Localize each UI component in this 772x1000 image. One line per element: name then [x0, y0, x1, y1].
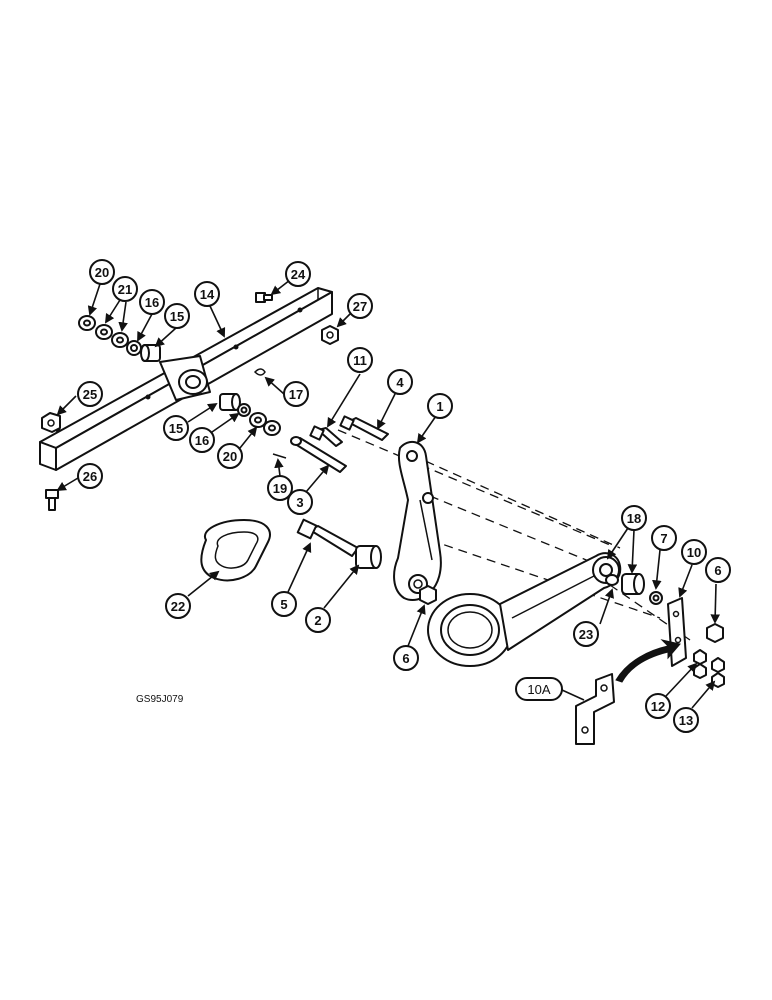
callout-20-upper: 20	[89, 259, 115, 285]
plate-10	[667, 597, 687, 667]
bolt-24	[255, 292, 273, 303]
callout-26: 26	[77, 463, 103, 489]
washer-7	[649, 591, 663, 605]
nut-6-right	[706, 623, 724, 643]
svg-text:27: 27	[353, 299, 367, 314]
pivot-tube	[159, 355, 211, 401]
svg-text:1: 1	[436, 399, 443, 414]
washer-23	[605, 574, 619, 586]
svg-text:11: 11	[353, 353, 367, 368]
callout-5: 5	[271, 591, 297, 617]
pin-3	[290, 436, 347, 473]
callout-15-lower: 15	[163, 415, 189, 441]
svg-text:15: 15	[169, 421, 183, 436]
callout-25: 25	[77, 381, 103, 407]
svg-text:18: 18	[627, 511, 641, 526]
svg-text:10A: 10A	[527, 682, 550, 697]
svg-text:25: 25	[83, 387, 97, 402]
callout-10a: 10A	[515, 677, 563, 701]
callout-16-lower: 16	[189, 427, 215, 453]
svg-text:19: 19	[273, 481, 287, 496]
callout-15-upper: 15	[164, 303, 190, 329]
callout-6-right: 6	[705, 557, 731, 583]
svg-text:2: 2	[314, 613, 321, 628]
callout-14: 14	[194, 281, 220, 307]
nut-25	[41, 412, 61, 433]
bracket-10a	[575, 673, 615, 745]
callout-4: 4	[387, 369, 413, 395]
washers-21	[95, 324, 129, 348]
washer-16-upper	[126, 340, 142, 356]
washers-20-lower	[249, 412, 281, 436]
svg-text:16: 16	[195, 433, 209, 448]
nut-6-left	[419, 585, 437, 605]
callout-13: 13	[673, 707, 699, 733]
svg-text:4: 4	[396, 375, 404, 390]
bolt-4	[339, 415, 389, 441]
callout-19: 19	[267, 475, 293, 501]
svg-text:17: 17	[289, 387, 303, 402]
svg-text:6: 6	[402, 651, 409, 666]
callout-7: 7	[651, 525, 677, 551]
washer-20-upper	[78, 315, 96, 331]
connecting-rod	[427, 552, 622, 667]
bushing-15-lower	[219, 393, 241, 411]
callout-20-lower: 20	[217, 443, 243, 469]
svg-text:6: 6	[714, 563, 721, 578]
bolt-26	[45, 489, 59, 511]
callout-12: 12	[645, 693, 671, 719]
callout-24: 24	[285, 261, 311, 287]
svg-text:3: 3	[296, 495, 303, 510]
svg-text:23: 23	[579, 627, 593, 642]
svg-text:5: 5	[280, 597, 287, 612]
nuts-13	[711, 657, 725, 688]
clip-17	[253, 368, 266, 376]
callout-23: 23	[573, 621, 599, 647]
pin-19	[272, 453, 287, 459]
svg-text:15: 15	[170, 309, 184, 324]
bushing-18	[621, 573, 645, 595]
callout-6-left: 6	[393, 645, 419, 671]
callout-21: 21	[112, 276, 138, 302]
alignment-lines	[337, 429, 691, 641]
figure-code: GS95J079	[136, 694, 184, 705]
bolt-11	[309, 425, 343, 447]
washer-16-lower	[237, 403, 251, 417]
callout-3: 3	[287, 489, 313, 515]
bushing-2	[355, 545, 382, 569]
svg-text:10: 10	[687, 545, 701, 560]
svg-text:14: 14	[200, 287, 215, 302]
svg-text:7: 7	[660, 531, 667, 546]
svg-text:12: 12	[651, 699, 665, 714]
nut-27	[321, 325, 339, 345]
curved-arrow	[615, 639, 681, 683]
clamp-22	[200, 519, 271, 582]
callout-10: 10	[681, 539, 707, 565]
svg-text:22: 22	[171, 599, 185, 614]
svg-text:26: 26	[83, 469, 97, 484]
arm-1	[393, 440, 442, 601]
svg-text:13: 13	[679, 713, 693, 728]
callout-16-upper: 16	[139, 289, 165, 315]
svg-text:21: 21	[118, 282, 132, 297]
callout-17: 17	[283, 381, 309, 407]
callout-22: 22	[165, 593, 191, 619]
callout-11: 11	[347, 347, 373, 373]
svg-text:20: 20	[95, 265, 109, 280]
callout-2: 2	[305, 607, 331, 633]
bushing-15-upper	[140, 344, 161, 362]
nuts-12	[693, 649, 707, 679]
callout-1: 1	[427, 393, 453, 419]
callout-18: 18	[621, 505, 647, 531]
svg-text:24: 24	[291, 267, 306, 282]
svg-text:20: 20	[223, 449, 237, 464]
callout-27: 27	[347, 293, 373, 319]
leader-lines	[56, 279, 721, 709]
svg-text:16: 16	[145, 295, 159, 310]
